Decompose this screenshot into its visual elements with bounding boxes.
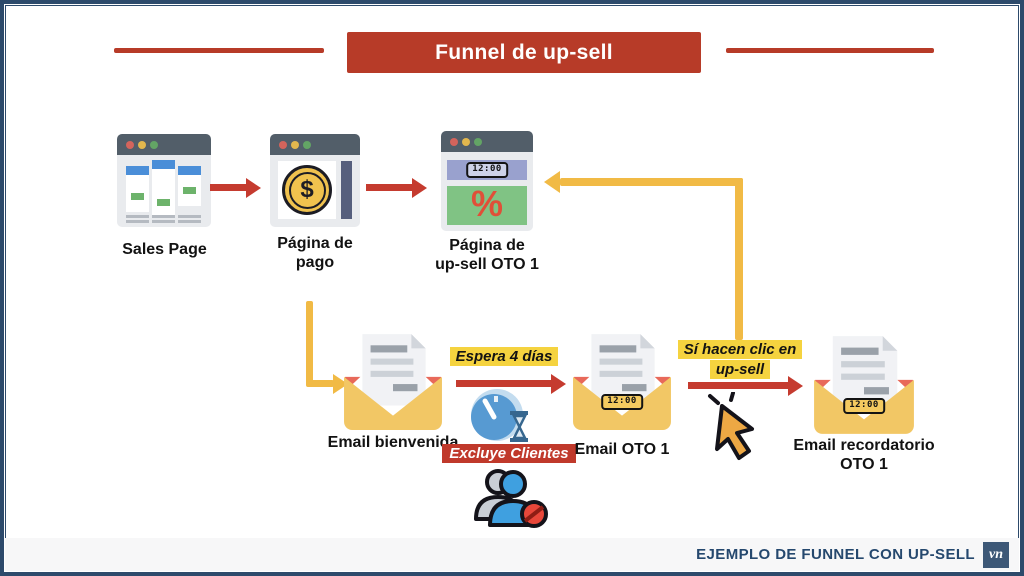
exclude-annotation: Excluye Clientes [436, 444, 582, 464]
email-welcome-label: Email bienvenida [327, 434, 459, 451]
arrow-payment-to-welcome-horizontal [306, 380, 334, 387]
upsell-page-icon: 12:00 % [441, 131, 533, 231]
arrow-click-to-upsell-horizontal [560, 178, 743, 186]
click-annotation: Sí hacen clic en up-sell [676, 340, 804, 381]
dollar-symbol: $ [300, 176, 314, 203]
wait-annotation: Espera 4 días [441, 347, 567, 367]
payment-page-icon: $ [270, 134, 360, 227]
sales-page-icon [117, 134, 211, 227]
yellow-dot-icon [138, 141, 146, 149]
email-reminder-icon [814, 336, 914, 434]
red-dot-icon [450, 138, 458, 146]
content-card [178, 166, 201, 206]
title-divider-right [726, 48, 934, 53]
exclude-clients-icon [474, 469, 548, 528]
email-reminder-label: Email recordatorio OTO 1 [793, 437, 935, 473]
arrow-click-to-upsell-head [544, 171, 560, 193]
arrow-sales-to-payment [210, 184, 246, 191]
email-oto1-label: Email OTO 1 [574, 441, 670, 458]
payment-page-label: Página de pago [277, 235, 353, 271]
arrow-payment-to-upsell [366, 184, 412, 191]
title-banner: Funnel de up-sell [347, 32, 701, 73]
upsell-page-label: Página de up-sell OTO 1 [435, 237, 539, 273]
vn-logo: vn [983, 541, 1009, 568]
cursor-click-icon [708, 392, 754, 460]
wait-clock-icon [471, 389, 528, 442]
sales-page-label: Sales Page [122, 241, 207, 258]
arrow-oto1-to-reminder [688, 382, 788, 389]
scrollbar-icon [341, 161, 352, 219]
footer: EJEMPLO DE FUNNEL CON UP-SELL vn [5, 538, 1019, 571]
email-welcome-icon [344, 334, 442, 430]
yellow-dot-icon [291, 141, 299, 149]
percent-icon: % [470, 183, 504, 224]
email-oto1-timer: 12:00 [601, 394, 643, 410]
green-dot-icon [474, 138, 482, 146]
email-reminder-timer: 12:00 [843, 398, 885, 414]
page-title: Funnel de up-sell [435, 40, 613, 64]
arrow-welcome-to-oto1 [456, 380, 551, 387]
red-dot-icon [279, 141, 287, 149]
browser-bar [441, 131, 533, 152]
browser-bar [117, 134, 211, 155]
discount-panel [447, 186, 527, 225]
content-card [126, 166, 149, 212]
arrow-payment-to-welcome-vertical [306, 301, 313, 384]
green-dot-icon [150, 141, 158, 149]
red-dot-icon [126, 141, 134, 149]
title-divider-left [114, 48, 324, 53]
content-card [152, 160, 175, 216]
arrow-click-to-upsell-vertical [735, 178, 743, 340]
countdown-timer: 12:00 [466, 162, 508, 178]
footer-caption: EJEMPLO DE FUNNEL CON UP-SELL [696, 546, 975, 563]
yellow-dot-icon [462, 138, 470, 146]
green-dot-icon [303, 141, 311, 149]
email-oto1-icon [573, 334, 671, 430]
dollar-coin-icon: $ [282, 165, 332, 215]
browser-bar [270, 134, 360, 155]
